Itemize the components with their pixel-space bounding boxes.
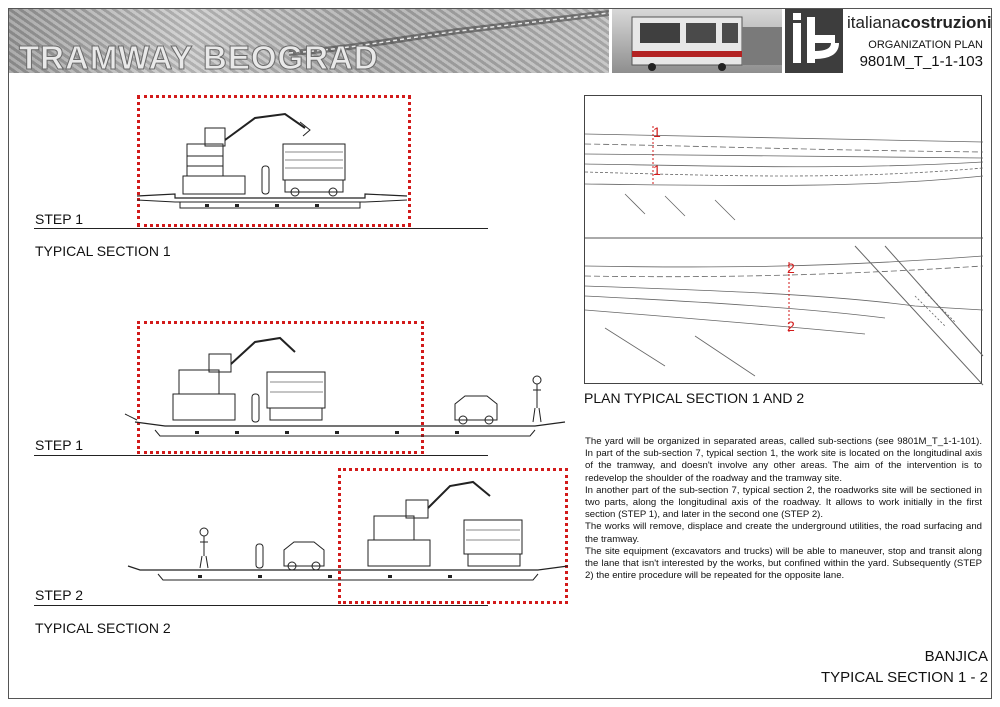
company-name-bold: costruzioni	[900, 13, 992, 32]
cross-section-2-step1-drawing	[124, 336, 566, 437]
plan-view: 1 1 2 2	[584, 95, 984, 386]
work-area-box-section2-step2	[338, 468, 568, 604]
section2-step1-baseline	[34, 455, 488, 456]
description-paragraph-2: In another part of the sub-section 7, ty…	[585, 484, 982, 521]
banner-aerial-map	[288, 10, 609, 56]
tram-photo	[612, 9, 782, 73]
step2-label: STEP 2	[35, 587, 83, 603]
section2-step2-baseline	[34, 605, 488, 606]
cross-section-1-drawing	[136, 112, 408, 209]
banner-texture	[9, 9, 609, 73]
plan-type: ORGANIZATION PLAN	[868, 39, 983, 51]
company-name: italianacostruzioni	[847, 13, 992, 33]
description-paragraph-1: The yard will be organized in separated …	[585, 436, 982, 484]
step1-label-b: STEP 1	[35, 437, 83, 453]
section1-baseline	[34, 228, 488, 229]
plan-drawing	[584, 126, 984, 386]
typical-section-1-label: TYPICAL SECTION 1	[35, 243, 171, 259]
cross-section-2-step2-drawing	[127, 480, 569, 581]
typical-section-2-label: TYPICAL SECTION 2	[35, 620, 171, 636]
company-name-regular: italiana	[847, 13, 901, 32]
company-logo	[785, 9, 843, 73]
project-title: TRAMWAY BEOGRAD	[19, 39, 379, 74]
plan-title: PLAN TYPICAL SECTION 1 AND 2	[584, 390, 805, 406]
header-banner: TRAMWAY BEOGRAD	[9, 9, 609, 73]
work-area-box-section2-step1	[137, 321, 424, 454]
description-text: The yard will be organized in separated …	[585, 436, 982, 582]
logo-mark	[793, 13, 839, 63]
description-paragraph-4: The site equipment (excavators and truck…	[585, 545, 982, 582]
step1-label-a: STEP 1	[35, 211, 83, 227]
work-area-box-section1	[137, 95, 411, 227]
description-paragraph-3: The works will remove, displace and crea…	[585, 521, 982, 545]
tram-illustration	[631, 16, 782, 71]
plan-marker-1-bottom: 1	[653, 162, 661, 178]
plan-marker-1-top: 1	[653, 124, 661, 140]
location-section: TYPICAL SECTION 1 - 2	[821, 669, 988, 686]
location-area: BANJICA	[924, 648, 988, 665]
plan-marker-2-bottom: 2	[787, 318, 795, 334]
drawing-code: 9801M_T_1-1-103	[859, 53, 983, 70]
title-block: TRAMWAY BEOGRAD italianacostruzioni ORGA…	[9, 9, 992, 73]
plan-marker-2-top: 2	[787, 260, 795, 276]
